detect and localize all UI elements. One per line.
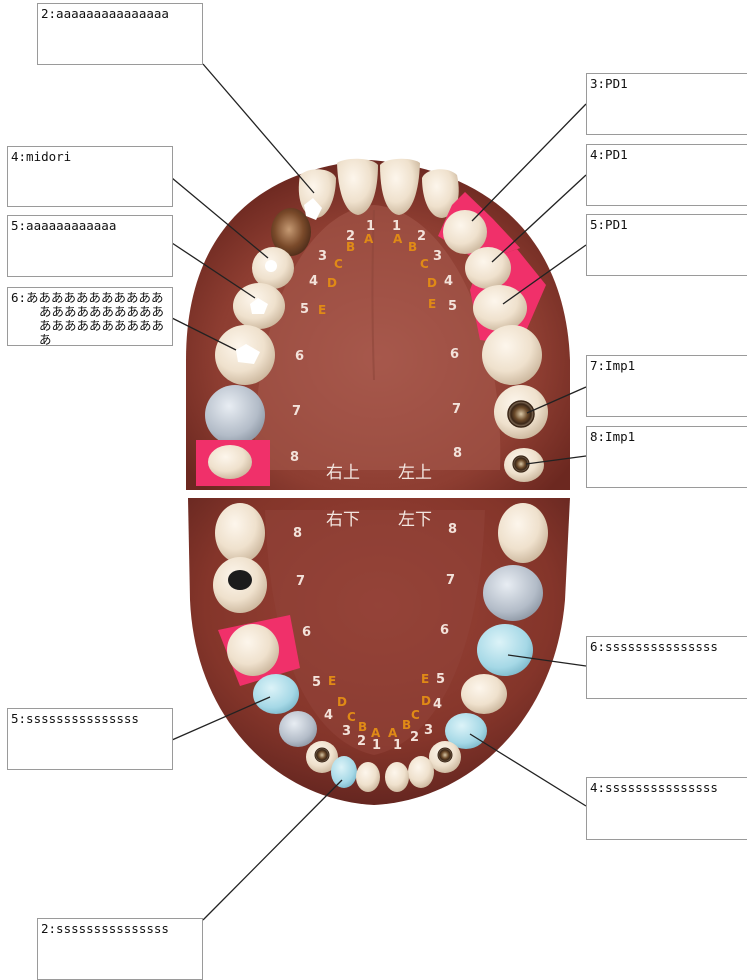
note-tooth-ur2[interactable]: 2:aaaaaaaaaaaaaaa [37,3,203,65]
note-text: 2:aaaaaaaaaaaaaaa [41,7,199,21]
note-text: 5:PD1 [590,218,747,232]
note-text: 8:Imp1 [590,430,747,444]
tooth-ll5[interactable] [461,674,507,714]
num-lr4: 4 [324,708,333,723]
note-tooth-ll4[interactable]: 4:sssssssssssssss [586,777,747,840]
num-lr8: 8 [293,526,302,541]
num-lr5: 5 [312,675,321,690]
tooth-ul5[interactable] [473,285,527,331]
note-text: 6:ああああああああああああああああああああああああああああああああ [11,291,169,346]
num-ll1: 1 [393,738,402,753]
letter-ur-d: D [327,276,337,290]
note-text: 5:sssssssssssssss [11,712,169,726]
note-tooth-ur6[interactable]: 6:ああああああああああああああああああああああああああああああああ [7,287,173,346]
label-upper-right: 右上 [326,463,360,483]
letter-ur-c: C [334,257,343,271]
num-ll7: 7 [446,573,455,588]
note-tooth-ur4[interactable]: 4:midori [7,146,173,207]
label-lower-right: 右下 [326,510,360,530]
note-text: 2:sssssssssssssss [41,922,199,936]
num-lr6: 6 [302,625,311,640]
note-tooth-ll6[interactable]: 6:sssssssssssssss [586,636,747,699]
letter-ur-a: A [364,232,374,246]
letter-ul-b: B [408,240,417,254]
note-text: 4:sssssssssssssss [590,781,747,795]
num-ul8: 8 [453,446,462,461]
letter-lr-a: A [371,726,381,740]
letter-ll-e: E [421,672,429,686]
letter-lr-d: D [337,695,347,709]
letter-ll-c: C [411,708,420,722]
tooth-lr7-caries [228,570,252,590]
tooth-ll1[interactable] [385,762,409,792]
num-ul3: 3 [433,249,442,264]
tooth-lr8[interactable] [215,503,265,563]
letter-lr-c: C [347,710,356,724]
num-lr3: 3 [342,724,351,739]
tooth-ur7[interactable] [205,385,265,445]
num-lr7: 7 [296,574,305,589]
num-ul4: 4 [444,274,453,289]
num-ll6: 6 [440,623,449,638]
tooth-ul6[interactable] [482,325,542,385]
tooth-ll7[interactable] [483,565,543,621]
letter-lr-b: B [358,720,367,734]
num-ur7: 7 [292,404,301,419]
num-ul5: 5 [448,299,457,314]
letter-ll-b: B [402,718,411,732]
num-ll4: 4 [433,697,442,712]
note-text: 6:sssssssssssssss [590,640,747,654]
note-tooth-lr2[interactable]: 2:sssssssssssssss [37,918,203,980]
num-lr1: 1 [372,738,381,753]
num-ul2: 2 [417,229,426,244]
num-ur5: 5 [300,302,309,317]
note-tooth-ul3[interactable]: 3:PD1 [586,73,747,135]
note-text: 4:midori [11,150,169,164]
tooth-ll6[interactable] [477,624,533,676]
num-lr2: 2 [357,734,366,749]
num-ul6: 6 [450,347,459,362]
num-ur4: 4 [309,274,318,289]
letter-ul-e: E [428,297,436,311]
letter-lr-e: E [328,674,336,688]
tooth-ur8[interactable] [208,445,252,479]
tooth-ll8[interactable] [498,503,548,563]
num-ll5: 5 [436,672,445,687]
note-tooth-lr5[interactable]: 5:sssssssssssssss [7,708,173,770]
num-ur6: 6 [295,349,304,364]
num-ur8: 8 [290,450,299,465]
tooth-ul4[interactable] [465,247,511,289]
note-text: 5:aaaaaaaaaaaa [11,219,169,233]
tooth-ul3[interactable] [443,210,487,254]
letter-ul-d: D [427,276,437,290]
letter-ll-a: A [388,726,398,740]
note-tooth-ul7[interactable]: 7:Imp1 [586,355,747,417]
note-tooth-ur5[interactable]: 5:aaaaaaaaaaaa [7,215,173,277]
note-text: 4:PD1 [590,148,747,162]
letter-ur-b: B [346,240,355,254]
tooth-lr5[interactable] [253,674,299,714]
jaw-divider [180,490,575,498]
num-ur3: 3 [318,249,327,264]
num-ll2: 2 [410,730,419,745]
num-ul7: 7 [452,402,461,417]
note-text: 7:Imp1 [590,359,747,373]
num-ll8: 8 [448,522,457,537]
letter-ur-e: E [318,303,326,317]
letter-ll-d: D [421,694,431,708]
letter-ul-a: A [393,232,403,246]
note-tooth-ul4[interactable]: 4:PD1 [586,144,747,206]
note-text: 3:PD1 [590,77,747,91]
note-tooth-ul5[interactable]: 5:PD1 [586,214,747,276]
tooth-lr2[interactable] [331,756,357,788]
note-tooth-ul8[interactable]: 8:Imp1 [586,426,747,488]
letter-ul-c: C [420,257,429,271]
tooth-ll2[interactable] [408,756,434,788]
tooth-lr6[interactable] [227,624,279,676]
tooth-lr1[interactable] [356,762,380,792]
label-upper-left: 左上 [398,463,432,483]
label-lower-left: 左下 [398,510,432,530]
tooth-lr4[interactable] [279,711,317,747]
num-ll3: 3 [424,723,433,738]
